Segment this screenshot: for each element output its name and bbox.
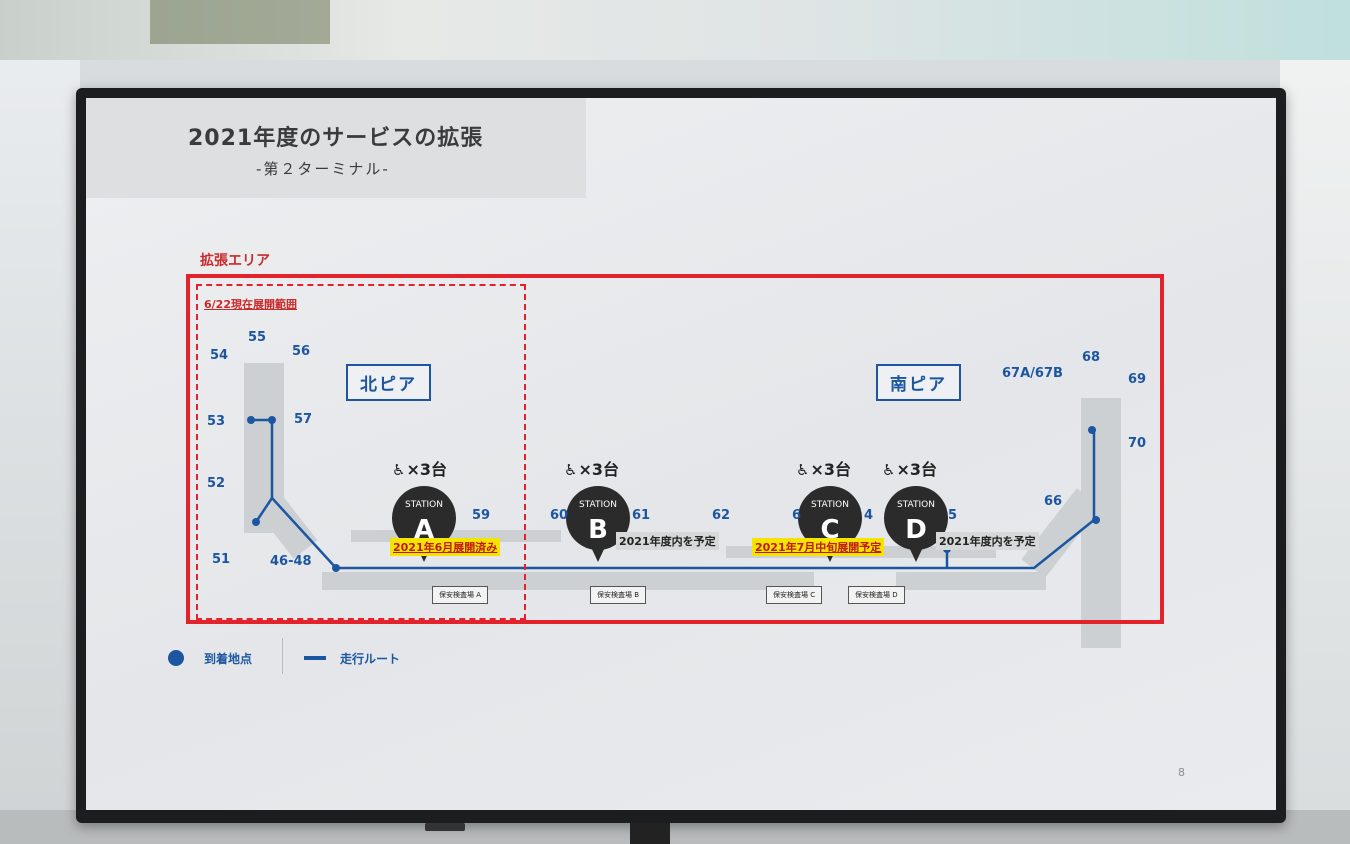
slide-title: 2021年度のサービスの拡張 (188, 126, 484, 151)
south-pier-diagonal (1021, 488, 1101, 578)
expansion-area-label: 拡張エリア (200, 253, 270, 269)
gate-67: 67A/67B (1002, 366, 1063, 381)
station-markers: STATION A STATION B STATION C STATION D (392, 486, 948, 562)
gate-68: 68 (1082, 350, 1101, 365)
monitor-sensor (425, 823, 465, 831)
route-north-branch (254, 497, 274, 523)
wheelchair-robot-icon: ♿ (796, 461, 810, 479)
legend-route-label: 走行ルート (340, 652, 401, 666)
arrival-point-66 (1092, 516, 1100, 524)
station-c-letter: C (820, 515, 839, 545)
station-d-letter: D (905, 515, 927, 545)
wheelchair-robot-icon: ♿ (392, 461, 406, 479)
main-concourse-b (494, 572, 814, 590)
station-b-letter: B (588, 515, 608, 545)
gate-53: 53 (207, 414, 226, 429)
gate-69: 69 (1128, 372, 1147, 387)
current-range-frame (196, 284, 526, 620)
gate-64: 4 (864, 508, 874, 523)
arrival-point-70 (1088, 426, 1096, 434)
station-marker-c: STATION C (798, 486, 862, 562)
gate-51: 51 (212, 552, 231, 567)
terminal-map: STATION A STATION B STATION C STATION D (244, 363, 1121, 648)
gate-59: 59 (472, 508, 491, 523)
gate-70: 70 (1128, 436, 1147, 451)
gate-63: 6 (792, 508, 802, 523)
station-a-letter: A (414, 515, 434, 545)
route-main (336, 430, 1096, 570)
gate-66: 66 (1044, 494, 1063, 509)
station-a-count: ♿×3台 (392, 460, 447, 479)
gate-65: 5 (948, 508, 958, 523)
wheelchair-robot-icon: ♿ (882, 461, 896, 479)
presentation-slide: 2021年度のサービスの拡張 -第２ターミナル- 拡張エリア (86, 98, 1276, 810)
legend-divider (282, 638, 283, 674)
arrival-point-4648 (332, 564, 340, 572)
background-wall-left (0, 60, 80, 844)
arrival-point-57 (268, 416, 276, 424)
gate-57: 57 (294, 412, 313, 427)
gate-55: 55 (248, 330, 267, 345)
current-range-label: 6/22現在展開範囲 (204, 298, 297, 311)
station-b-label: STATION (579, 500, 617, 510)
station-marker-b: STATION B (566, 486, 630, 562)
background-beam (150, 0, 330, 44)
wheelchair-robot-icon: ♿ (564, 461, 578, 479)
gate-61: 61 (632, 508, 651, 523)
gate-62: 62 (712, 508, 731, 523)
gate-46-48: 46-48 (270, 554, 312, 569)
gate-54: 54 (210, 348, 229, 363)
north-pier-label: 北ピア (346, 364, 431, 401)
north-pier-diagonal (244, 477, 318, 559)
arrival-point-legend-icon (168, 650, 184, 666)
station-marker-d: STATION D (884, 486, 948, 562)
checkpoint-d: 保安検査場 D (848, 586, 905, 604)
background-wall-right (1280, 60, 1350, 844)
station-b-status: 2021年度内を予定 (616, 532, 719, 550)
arrival-point-53 (247, 416, 255, 424)
arrival-point-52 (252, 518, 260, 526)
station-a-label: STATION (405, 500, 443, 510)
checkpoint-c: 保安検査場 C (766, 586, 823, 604)
station-b-count: ♿×3台 (564, 460, 619, 479)
route-lines (251, 418, 1096, 570)
gate-60: 60 (550, 508, 569, 523)
station-d-label: STATION (897, 500, 935, 510)
station-c-label: STATION (811, 500, 849, 510)
gate-52: 52 (207, 476, 226, 491)
south-pier-label: 南ピア (876, 364, 961, 401)
station-d-status: 2021年度内を予定 (936, 532, 1039, 550)
slide-subtitle: -第２ターミナル- (256, 160, 390, 178)
station-d-count: ♿×3台 (882, 460, 937, 479)
south-concourse (896, 572, 1046, 590)
station-c-status: 2021年7月中旬展開予定 (752, 538, 885, 556)
route-legend-icon (304, 656, 326, 660)
legend-arrival-label: 到着地点 (204, 652, 253, 666)
checkpoint-a: 保安検査場 A (432, 586, 489, 604)
station-a-status: 2021年6月展開済み (390, 538, 501, 556)
north-concourse (322, 572, 512, 590)
station-c-count: ♿×3台 (796, 460, 851, 479)
checkpoint-b: 保安検査場 B (590, 586, 647, 604)
gate-56: 56 (292, 344, 311, 359)
expansion-area-frame (186, 274, 1164, 624)
title-panel (86, 98, 586, 198)
page-number: 8 (1178, 766, 1185, 779)
monitor-stand (630, 823, 670, 844)
